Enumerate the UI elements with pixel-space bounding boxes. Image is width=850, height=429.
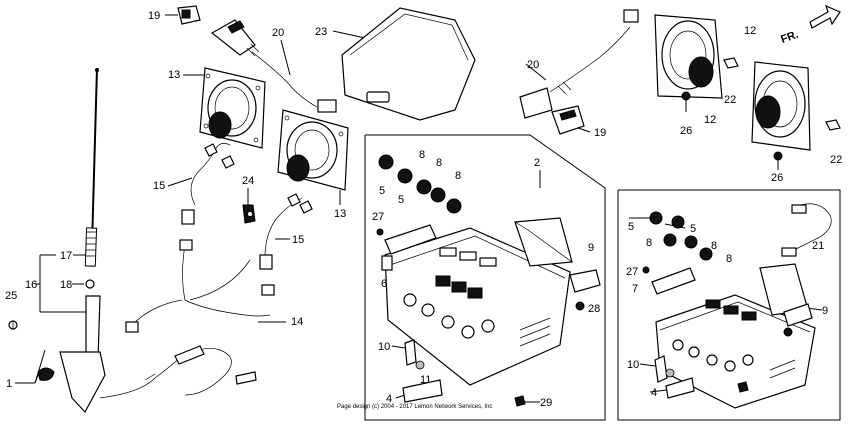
callout-25[interactable]: 25 <box>5 290 17 302</box>
callout-24[interactable]: 24 <box>242 175 254 187</box>
callout-14[interactable]: 14 <box>291 316 303 328</box>
head-unit-2-box <box>364 134 606 421</box>
callout-12[interactable]: 12 <box>744 25 756 37</box>
callout-7[interactable]: 7 <box>632 283 638 295</box>
unit-group-boxes <box>364 134 841 421</box>
head-unit-3[interactable] <box>655 263 816 409</box>
nut-22-lower[interactable] <box>825 119 841 131</box>
wire-harness-14[interactable] <box>125 239 275 333</box>
callout-5[interactable]: 5 <box>628 221 634 233</box>
callout-21[interactable]: 21 <box>812 240 824 252</box>
callout-9[interactable]: 9 <box>588 242 594 254</box>
cable-21[interactable] <box>781 203 832 257</box>
clip-24[interactable] <box>242 204 256 224</box>
speaker-12-right[interactable] <box>751 61 811 151</box>
callout-17[interactable]: 17 <box>60 250 72 262</box>
callout-23[interactable]: 23 <box>315 26 327 38</box>
front-direction-label: FR. <box>779 29 800 46</box>
callout-8[interactable]: 8 <box>646 237 652 249</box>
bracket-9-left[interactable] <box>569 269 601 311</box>
callout-1[interactable]: 1 <box>6 378 12 390</box>
callout-18[interactable]: 18 <box>60 279 72 291</box>
cable-20-upper[interactable] <box>210 19 337 113</box>
callout-13[interactable]: 13 <box>168 69 180 81</box>
callout-11[interactable]: 11 <box>420 374 431 386</box>
head-unit-3-box <box>617 189 841 421</box>
callout-22[interactable]: 22 <box>830 154 842 166</box>
screw-26-lower[interactable] <box>773 151 783 170</box>
harness-15-left[interactable] <box>181 143 235 225</box>
speaker-13-upper[interactable] <box>199 67 266 149</box>
callout-20[interactable]: 20 <box>272 27 284 39</box>
bracket-10-11-4-29-left[interactable] <box>402 339 526 407</box>
antenna-assembly[interactable] <box>8 67 257 414</box>
screw-26-upper[interactable] <box>681 91 691 112</box>
callout-20[interactable]: 20 <box>527 59 539 71</box>
callout-29[interactable]: 29 <box>540 397 552 409</box>
clip-19-right[interactable] <box>551 105 585 135</box>
callout-15[interactable]: 15 <box>153 180 165 192</box>
callout-8[interactable]: 8 <box>419 149 425 161</box>
knob-5-and-8-set-left[interactable] <box>378 154 462 214</box>
faceplate-6[interactable] <box>376 224 437 271</box>
callout-10[interactable]: 10 <box>627 359 639 371</box>
callout-28[interactable]: 28 <box>588 303 600 315</box>
callout-27[interactable]: 27 <box>626 266 638 278</box>
callout-26[interactable]: 26 <box>771 172 783 184</box>
callout-8[interactable]: 8 <box>455 170 461 182</box>
callout-22[interactable]: 22 <box>724 94 736 106</box>
head-unit-3-buttons[interactable] <box>705 299 757 321</box>
harness-15-right[interactable] <box>259 193 313 270</box>
callout-9[interactable]: 9 <box>822 305 828 317</box>
callout-8[interactable]: 8 <box>711 240 717 252</box>
faceplate-7[interactable] <box>642 266 696 295</box>
bracket-9-right[interactable] <box>783 303 813 337</box>
callout-12[interactable]: 12 <box>704 114 716 126</box>
callout-27[interactable]: 27 <box>372 211 384 223</box>
head-unit-2-buttons[interactable] <box>435 247 497 299</box>
callout-4[interactable]: 4 <box>651 387 657 399</box>
console-cover-part[interactable] <box>341 7 476 121</box>
speaker-13-lower[interactable] <box>277 109 349 191</box>
cable-20-right[interactable] <box>519 9 639 119</box>
copyright-text: Page design (c) 2004 - 2017 Lemon Networ… <box>337 404 492 410</box>
callout-6[interactable]: 6 <box>381 278 387 290</box>
callout-26[interactable]: 26 <box>680 125 692 137</box>
callout-10[interactable]: 10 <box>378 341 390 353</box>
front-arrow-icon <box>809 4 841 29</box>
callout-5[interactable]: 5 <box>379 185 385 197</box>
callout-2[interactable]: 2 <box>534 157 540 169</box>
callout-5[interactable]: 5 <box>398 194 404 206</box>
callout-5[interactable]: 5 <box>690 223 696 235</box>
callout-16[interactable]: 16 <box>25 279 37 291</box>
callout-19[interactable]: 19 <box>148 10 160 22</box>
callout-19[interactable]: 19 <box>594 127 606 139</box>
knob-5-and-8-set-right[interactable] <box>649 211 713 261</box>
callout-4[interactable]: 4 <box>386 393 392 405</box>
speaker-12-left[interactable] <box>654 14 723 99</box>
nut-22-upper[interactable] <box>723 57 739 69</box>
bracket-10-11-4-29-right[interactable] <box>654 355 749 399</box>
clip-19-upper[interactable] <box>177 5 201 25</box>
head-unit-2[interactable] <box>384 217 573 386</box>
callout-15[interactable]: 15 <box>292 234 304 246</box>
callout-8[interactable]: 8 <box>436 157 442 169</box>
callout-13[interactable]: 13 <box>334 208 346 220</box>
callout-8[interactable]: 8 <box>726 253 732 265</box>
